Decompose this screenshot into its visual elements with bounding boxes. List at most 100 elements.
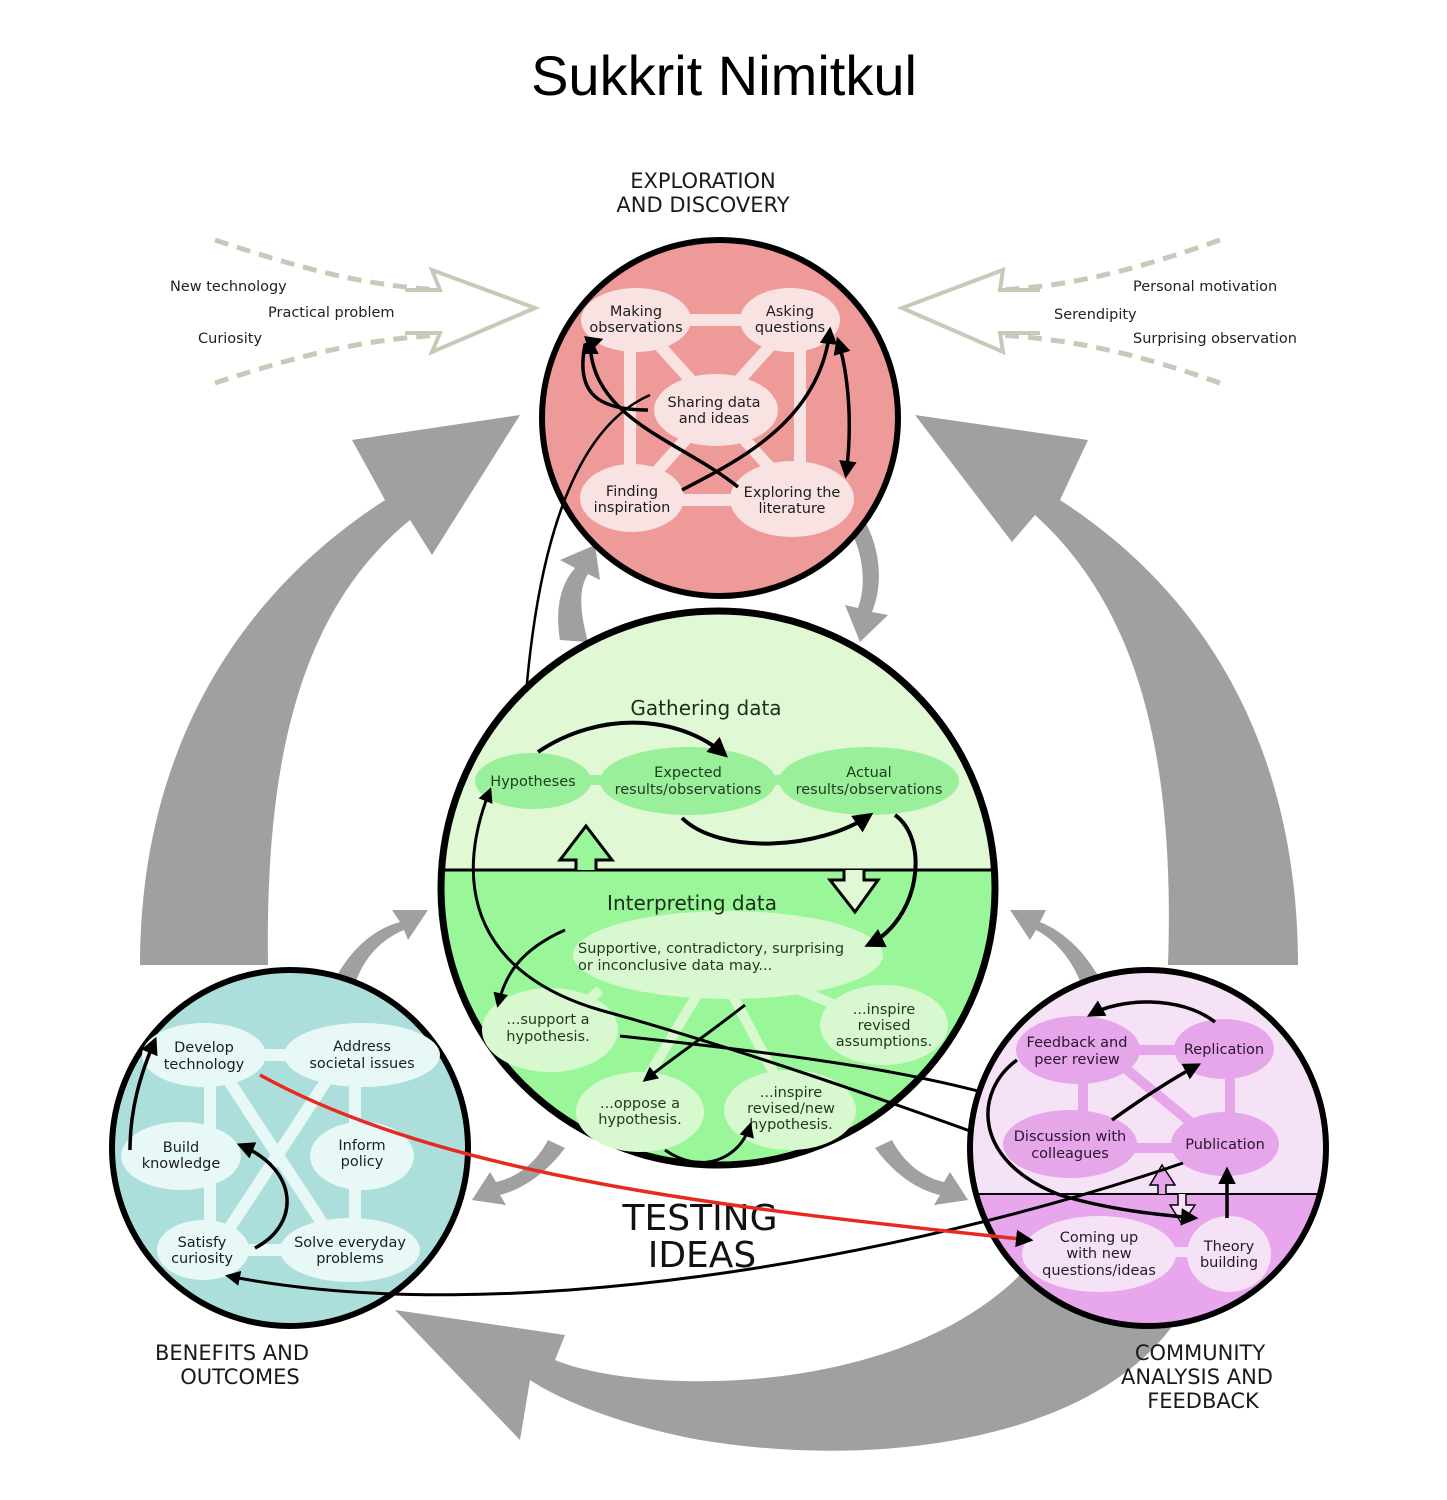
testing-label-line1: TESTING — [621, 1198, 777, 1239]
node-coming-up — [1022, 1216, 1176, 1292]
node-actual-results — [779, 747, 959, 815]
text-feedback-1: Feedback and — [1027, 1035, 1128, 1051]
node-theory-building — [1187, 1216, 1271, 1292]
small-arrow-testing-to-benefits — [472, 1140, 565, 1205]
text-oppose-2: hypothesis. — [598, 1112, 681, 1128]
benefits-flow-arrows — [128, 1036, 289, 1250]
text-revised-new-1: ...inspire — [760, 1085, 822, 1101]
text-publication: Publication — [1185, 1137, 1265, 1153]
text-asking-2: questions — [755, 320, 825, 336]
node-support-hypothesis — [482, 988, 618, 1072]
big-arrow-right — [915, 415, 1298, 965]
exploration-label-line2: AND DISCOVERY — [616, 193, 789, 217]
text-address-1: Address — [333, 1039, 391, 1055]
community-hollow-up-arrow-icon — [1148, 1163, 1177, 1194]
node-develop-technology — [142, 1023, 266, 1087]
node-publication — [1171, 1112, 1279, 1176]
small-arrow-community-to-testing — [1010, 910, 1108, 998]
text-satisfy-1: Satisfy — [178, 1235, 227, 1251]
text-solve-1: Solve everyday — [294, 1235, 406, 1251]
node-feedback-peer-review — [1016, 1016, 1140, 1084]
text-discussion-2: colleagues — [1031, 1146, 1109, 1162]
input-arrow-left — [214, 237, 541, 386]
input-label-serendipity: Serendipity — [1054, 307, 1137, 323]
text-oppose-1: ...oppose a — [600, 1096, 680, 1112]
text-address-2: societal issues — [309, 1056, 414, 1072]
text-exploring-1: Exploring the — [744, 485, 841, 501]
node-address-societal-issues — [284, 1023, 440, 1087]
text-making-2: observations — [589, 320, 682, 336]
node-discussion-colleagues — [1003, 1110, 1137, 1178]
text-actual-2: results/observations — [796, 782, 943, 798]
text-revised-new-2: revised/new — [747, 1101, 835, 1117]
gathering-data-heading: Gathering data — [630, 696, 781, 720]
text-develop-1: Develop — [174, 1040, 234, 1056]
node-exploring-literature — [730, 461, 854, 537]
text-develop-2: technology — [164, 1057, 245, 1073]
big-arrow-bottom — [395, 1270, 1180, 1451]
text-hypotheses: Hypotheses — [490, 774, 575, 790]
text-support-1: ...support a — [507, 1012, 590, 1028]
node-data-may — [573, 911, 883, 999]
text-build-2: knowledge — [142, 1156, 221, 1172]
node-revised-assumptions — [820, 985, 948, 1065]
node-hypotheses — [475, 753, 591, 809]
testing-label-line2: IDEAS — [648, 1235, 757, 1276]
input-arrow-right — [896, 237, 1221, 386]
text-data-may-2: or inconclusive data may... — [578, 958, 772, 974]
input-label-personal-motivation: Personal motivation — [1133, 279, 1277, 295]
text-replication: Replication — [1184, 1042, 1264, 1058]
node-oppose-hypothesis — [576, 1072, 704, 1152]
text-coming-up-1: Coming up — [1060, 1230, 1139, 1246]
benefits-circle — [109, 967, 471, 1329]
node-asking-questions — [740, 288, 840, 352]
text-support-2: hypothesis. — [506, 1029, 589, 1045]
text-sharing-1: Sharing data — [668, 395, 761, 411]
node-sharing-data — [654, 374, 778, 446]
text-coming-up-2: with new — [1066, 1246, 1131, 1262]
input-label-new-technology: New technology — [170, 279, 287, 295]
input-label-practical-problem: Practical problem — [268, 305, 395, 321]
node-expected-results — [600, 747, 776, 815]
community-label-line3: FEEDBACK — [1147, 1389, 1260, 1413]
small-arrow-explore-to-testing — [842, 505, 888, 642]
input-label-surprising-observation: Surprising observation — [1133, 331, 1297, 347]
text-assumptions-3: assumptions. — [836, 1034, 932, 1050]
text-finding-1: Finding — [606, 484, 658, 500]
text-expected-1: Expected — [654, 765, 722, 781]
text-making-1: Making — [610, 304, 662, 320]
node-finding-inspiration — [580, 464, 684, 532]
exploration-circle — [539, 237, 901, 599]
text-sharing-2: and ideas — [679, 411, 749, 427]
text-coming-up-3: questions/ideas — [1042, 1263, 1156, 1279]
node-solve-problems — [280, 1218, 420, 1282]
text-feedback-2: peer review — [1034, 1052, 1120, 1068]
exploration-label-line1: EXPLORATION — [630, 169, 776, 193]
testing-circle — [437, 607, 999, 1169]
text-solve-2: problems — [316, 1251, 384, 1267]
text-exploring-2: literature — [759, 501, 826, 517]
benefits-label-line1: BENEFITS AND — [155, 1341, 309, 1365]
text-expected-2: results/observations — [615, 782, 762, 798]
text-revised-new-3: hypothesis. — [749, 1117, 832, 1133]
small-arrow-testing-to-explore — [558, 545, 600, 642]
text-satisfy-2: curiosity — [171, 1251, 233, 1267]
text-actual-1: Actual — [846, 765, 891, 781]
text-assumptions-2: revised — [858, 1018, 911, 1034]
red-cross-link-develop-to-coming-up — [259, 1073, 1034, 1248]
text-finding-2: inspiration — [594, 500, 671, 516]
community-label-line2: ANALYSIS AND — [1121, 1365, 1273, 1389]
community-label-line1: COMMUNITY — [1135, 1341, 1266, 1365]
text-data-may-1: Supportive, contradictory, surprising — [578, 941, 844, 957]
text-theory-1: Theory — [1203, 1239, 1255, 1255]
node-inform-policy — [310, 1122, 414, 1190]
small-arrow-testing-to-community — [875, 1140, 968, 1205]
text-build-1: Build — [163, 1140, 199, 1156]
node-satisfy-curiosity — [157, 1220, 249, 1280]
page-title: Sukkrit Nimitkul — [531, 44, 917, 107]
testing-flow-arrows — [471, 720, 1196, 1217]
hollow-up-arrow-icon — [556, 823, 616, 870]
node-revised-new-hypothesis — [724, 1070, 856, 1150]
text-inform-1: Inform — [338, 1138, 385, 1154]
